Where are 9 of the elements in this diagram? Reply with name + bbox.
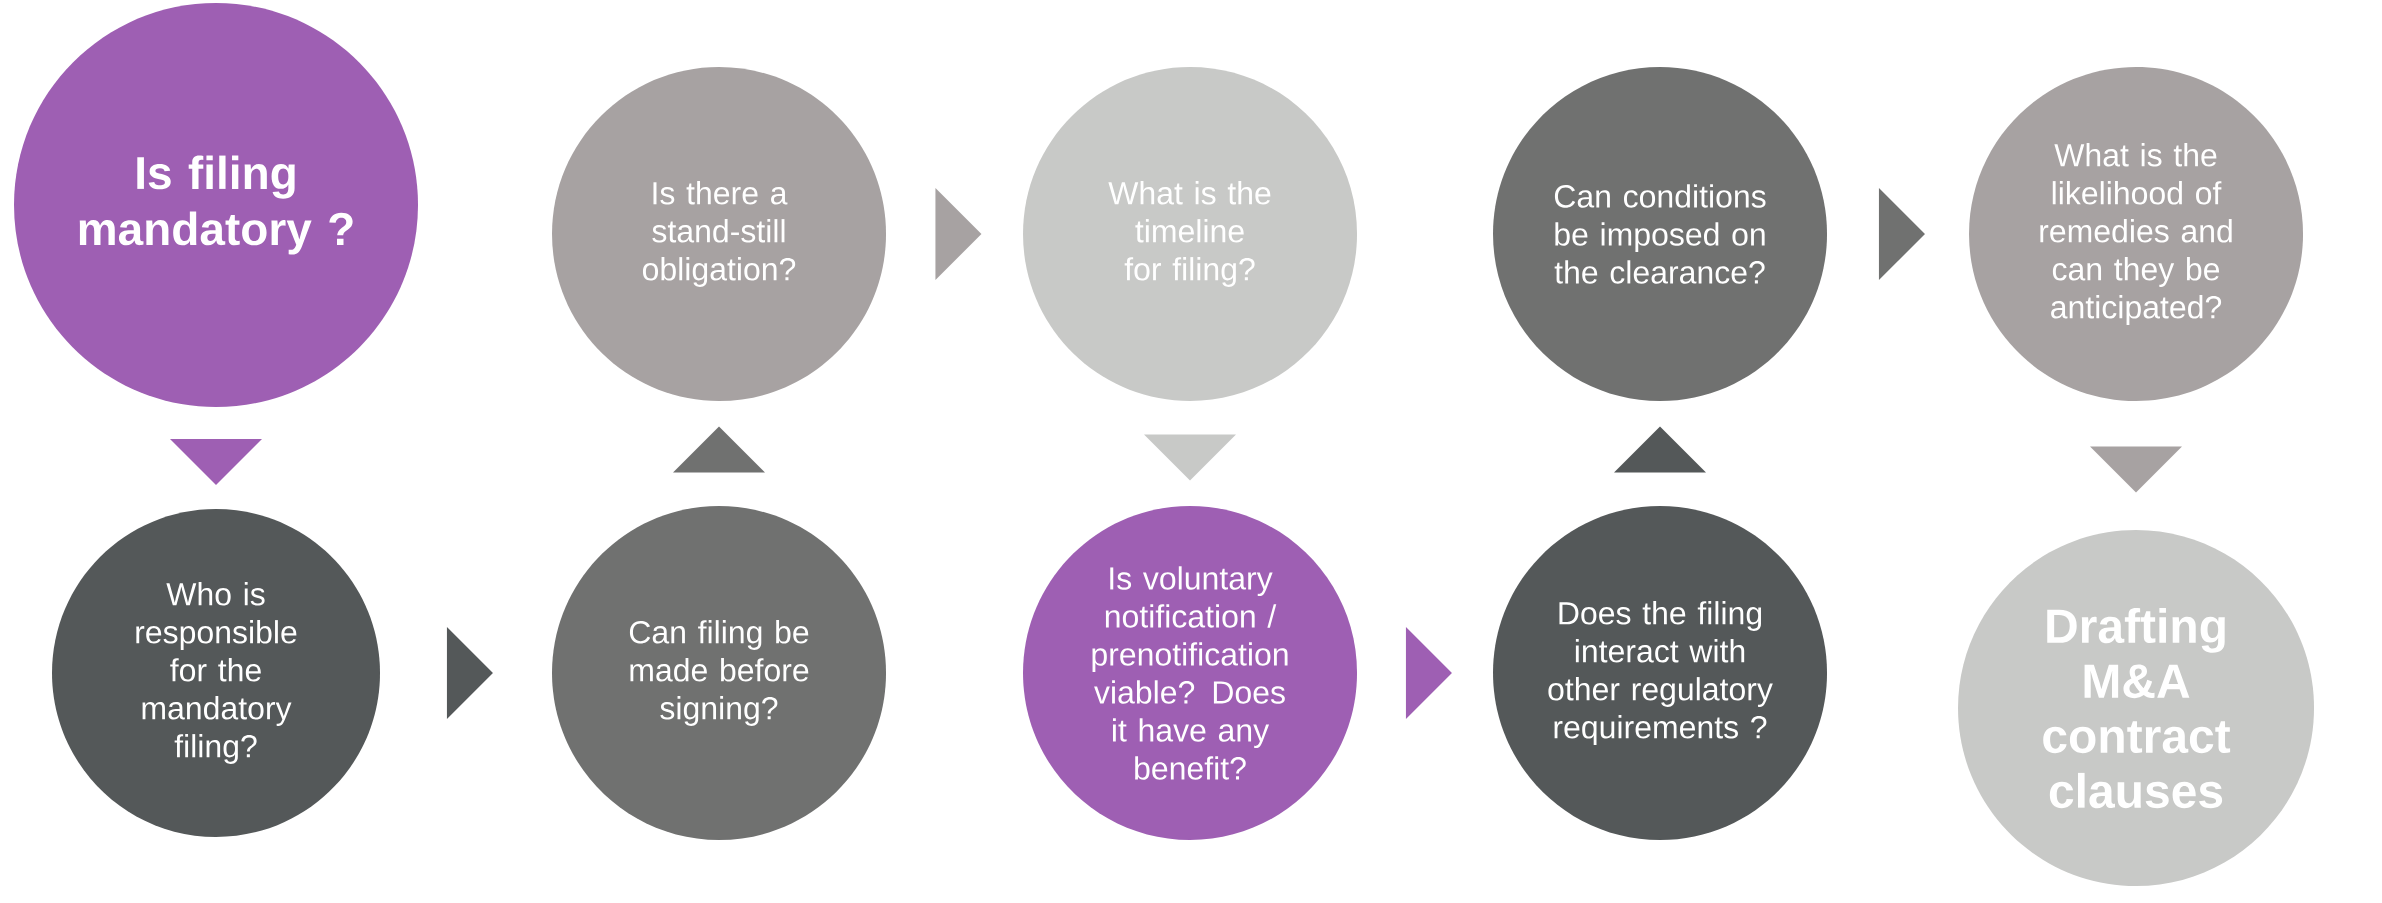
arrow [446,627,493,719]
arrow [170,438,262,485]
arrow [1614,426,1706,473]
arrow [1144,434,1236,481]
arrow [673,426,765,473]
arrow [1405,627,1452,719]
arrow [935,188,982,280]
arrow [2090,446,2182,493]
arrow [1878,188,1925,280]
